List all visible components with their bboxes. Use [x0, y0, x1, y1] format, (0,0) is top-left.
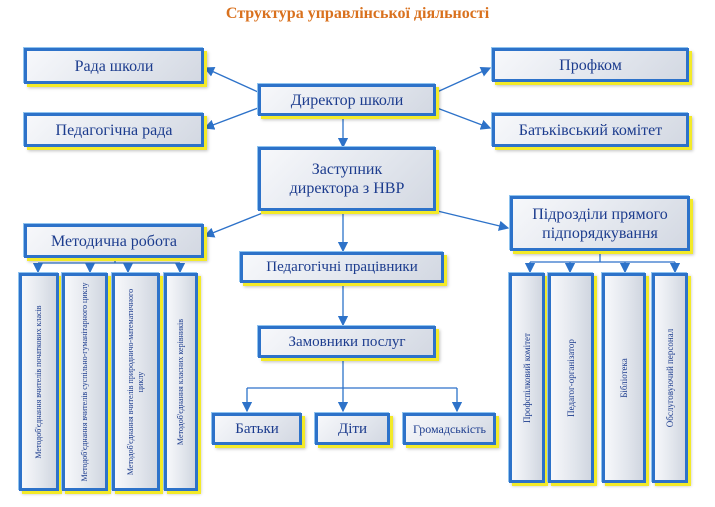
node-zastupnyk-label-2: директора з НВР [289, 180, 405, 197]
node-zastupnyk-label-1: Заступник [311, 161, 383, 178]
node-gromadskist-label: Громадськість [413, 421, 486, 436]
node-ped-pracivnyky: Педагогічні працівники [240, 252, 444, 283]
metod-unit-klasni-kerivnyky-label: Методоб'єднання класних керівників [176, 318, 185, 446]
node-dity-label: Діти [338, 420, 367, 437]
metod-unit-pryrodnychyi: Методоб'єднання вчителів природничо-мате… [112, 273, 160, 491]
node-pidrozdily-label-1: Підрозділи прямого [532, 205, 668, 223]
node-zastupnyk: Заступник директора з НВР [258, 147, 436, 211]
node-zamovnyky: Замовники послуг [258, 326, 436, 358]
node-director: Директор школи [258, 84, 436, 116]
node-batk-komitet-label: Батьківський комітет [518, 121, 663, 139]
node-pidrozdily: Підрозділи прямого підпорядкування [510, 196, 690, 251]
node-metod-robota-label: Методична робота [50, 232, 178, 250]
metod-unit-klasni-kerivnyky: Методоб'єднання класних керівників [164, 273, 198, 491]
node-batk-komitet: Батьківський комітет [492, 113, 689, 147]
subdiv-obslugovuiuchyi: Обслуговуючий персонал [652, 273, 688, 483]
node-dity: Діти [315, 413, 390, 445]
metod-unit-humanitarnyi-label: Методоб'єднання вчителів суспільно-гуман… [80, 282, 89, 482]
node-rada-shkoly: Рада школи [24, 48, 204, 84]
subdiv-profspilkovyi-label: Профспілковий комітет [522, 333, 532, 423]
subdiv-pedagog-organizator: Педагог-організатор [548, 273, 594, 483]
subdiv-obslugovuiuchyi-label: Обслуговуючий персонал [665, 328, 675, 428]
metod-unit-humanitarnyi: Методоб'єднання вчителів суспільно-гуман… [62, 273, 108, 491]
node-zamovnyky-label: Замовники послуг [288, 333, 406, 350]
node-batky: Батьки [212, 413, 302, 445]
node-batky-label: Батьки [235, 420, 279, 437]
metod-unit-pryrodnychyi-label: Методоб'єднання вчителів природничо-мате… [126, 288, 145, 476]
node-metod-robota: Методична робота [24, 224, 204, 258]
node-gromadskist: Громадськість [403, 413, 496, 445]
subdiv-pedagog-organizator-label: Педагог-організатор [566, 339, 576, 417]
metod-unit-pochatkovi-label: Методоб'єднання вчителів початкових клас… [34, 305, 43, 459]
node-profkom-label: Профком [559, 56, 622, 74]
node-profkom: Профком [492, 48, 689, 82]
subdiv-biblioteka: Бібліотека [602, 273, 646, 483]
page-title: Структура управлінської діяльності [225, 5, 490, 22]
node-ped-rada: Педагогічна рада [24, 113, 204, 147]
subdiv-biblioteka-label: Бібліотека [619, 358, 629, 398]
subdiv-profspilkovyi: Профспілковий комітет [509, 273, 545, 483]
metod-unit-pochatkovi: Методоб'єднання вчителів початкових клас… [19, 273, 59, 491]
node-rada-shkoly-label: Рада школи [74, 57, 154, 75]
node-ped-pracivnyky-label: Педагогічні працівники [266, 259, 418, 275]
node-pidrozdily-label-2: підпорядкування [542, 224, 658, 242]
node-director-label: Директор школи [290, 91, 404, 109]
node-ped-rada-label: Педагогічна рада [55, 121, 173, 139]
